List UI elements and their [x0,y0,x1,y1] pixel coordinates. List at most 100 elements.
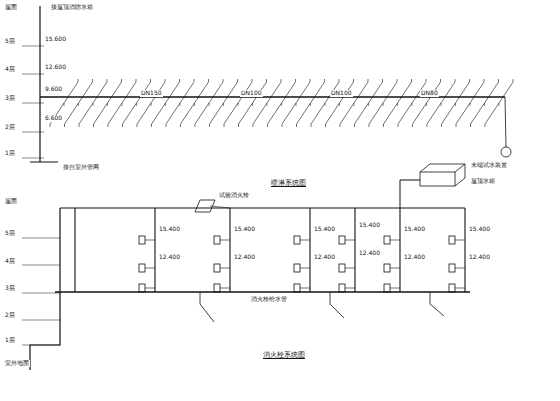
pipe [426,103,427,106]
pipe [253,82,281,124]
pipe [154,208,155,292]
pipe-label: 2层 [4,312,16,319]
pipe [209,124,210,127]
hydrant [384,284,390,292]
pipe [442,82,470,124]
pipe [64,103,65,106]
pipe-label: 3层 [4,285,16,292]
pipe-label: DN80 [420,90,439,97]
pipe [165,103,166,106]
pipe [382,79,383,82]
pipe [223,103,224,106]
pipe-label: 接自室外管网 [62,164,100,171]
pipe-label: 9.600 [44,86,63,93]
pipe [455,103,456,106]
pipe [505,97,506,147]
pipe [252,103,253,106]
hydrant [449,284,455,292]
hydrant [214,264,220,272]
pipe [166,124,167,127]
pipe [122,103,123,106]
pipe [229,208,230,292]
pipe [79,82,107,124]
pipe [426,79,427,82]
pipe [165,79,166,82]
pipe [300,240,310,241]
hydrant [384,236,390,244]
pipe [484,79,485,82]
pipe-label: 3层 [4,95,16,102]
pipe [150,79,151,82]
pipe-label: 15.400 [468,226,491,233]
pipe [64,124,65,127]
pipe [194,103,195,106]
pipe [50,124,51,127]
pipe [223,79,224,82]
pipe [398,82,426,124]
pipe [39,6,40,162]
pipe [400,180,420,208]
pipe [369,124,370,127]
pipe [123,82,151,124]
pipe [210,82,238,124]
pipe [267,103,268,106]
hydrant [384,264,390,272]
pipe [209,103,210,106]
pipe [78,103,79,106]
pipe [238,103,239,106]
pipe [22,265,60,266]
pipe-label: 12.400 [403,254,426,261]
pipe-label: 12.400 [158,254,181,261]
pipe [397,103,398,106]
pipe [411,79,412,82]
pipe-label: 6.600 [44,115,63,122]
pipe [239,82,267,124]
pipe [22,74,44,75]
pipe [398,124,399,127]
pipe [195,82,223,124]
pipe [137,124,138,127]
hydrant [214,236,220,244]
pipe [136,103,137,106]
pipe [413,82,441,124]
pipes [22,6,513,370]
pipe [295,79,296,82]
hydrant [294,284,300,292]
pipe [65,82,93,124]
pipe [455,79,456,82]
pipe [220,240,230,241]
pipe [93,124,94,127]
pipe [456,82,484,124]
pipe [390,288,400,289]
pipe-label: 12.400 [233,254,256,261]
pipe [179,79,180,82]
pipe [455,240,465,241]
pipe [471,82,499,124]
pipe-label: 屋面 [4,4,18,11]
pipe-label: 12.400 [358,250,381,257]
pipe [122,124,123,127]
pipe [136,79,137,82]
pipe [78,79,79,82]
pipe [92,79,93,82]
pipe [281,79,282,82]
pipe [485,124,486,127]
pipe-label: 15.400 [158,226,181,233]
pipe-label: 屋面 [4,198,18,205]
pipe [339,79,340,82]
pipe [282,82,310,124]
pipe [353,79,354,82]
pipe [309,208,310,292]
pipe [151,124,152,127]
pipe [390,240,400,241]
pipe [180,124,181,127]
roof-tank [420,164,465,186]
pipe [238,124,239,127]
pipe [300,268,310,269]
pipe [324,79,325,82]
pipe [339,103,340,106]
hydrant [294,236,300,244]
pipe-label: 12.400 [468,254,491,261]
pipe-label: 末端试水装置 [470,162,508,169]
